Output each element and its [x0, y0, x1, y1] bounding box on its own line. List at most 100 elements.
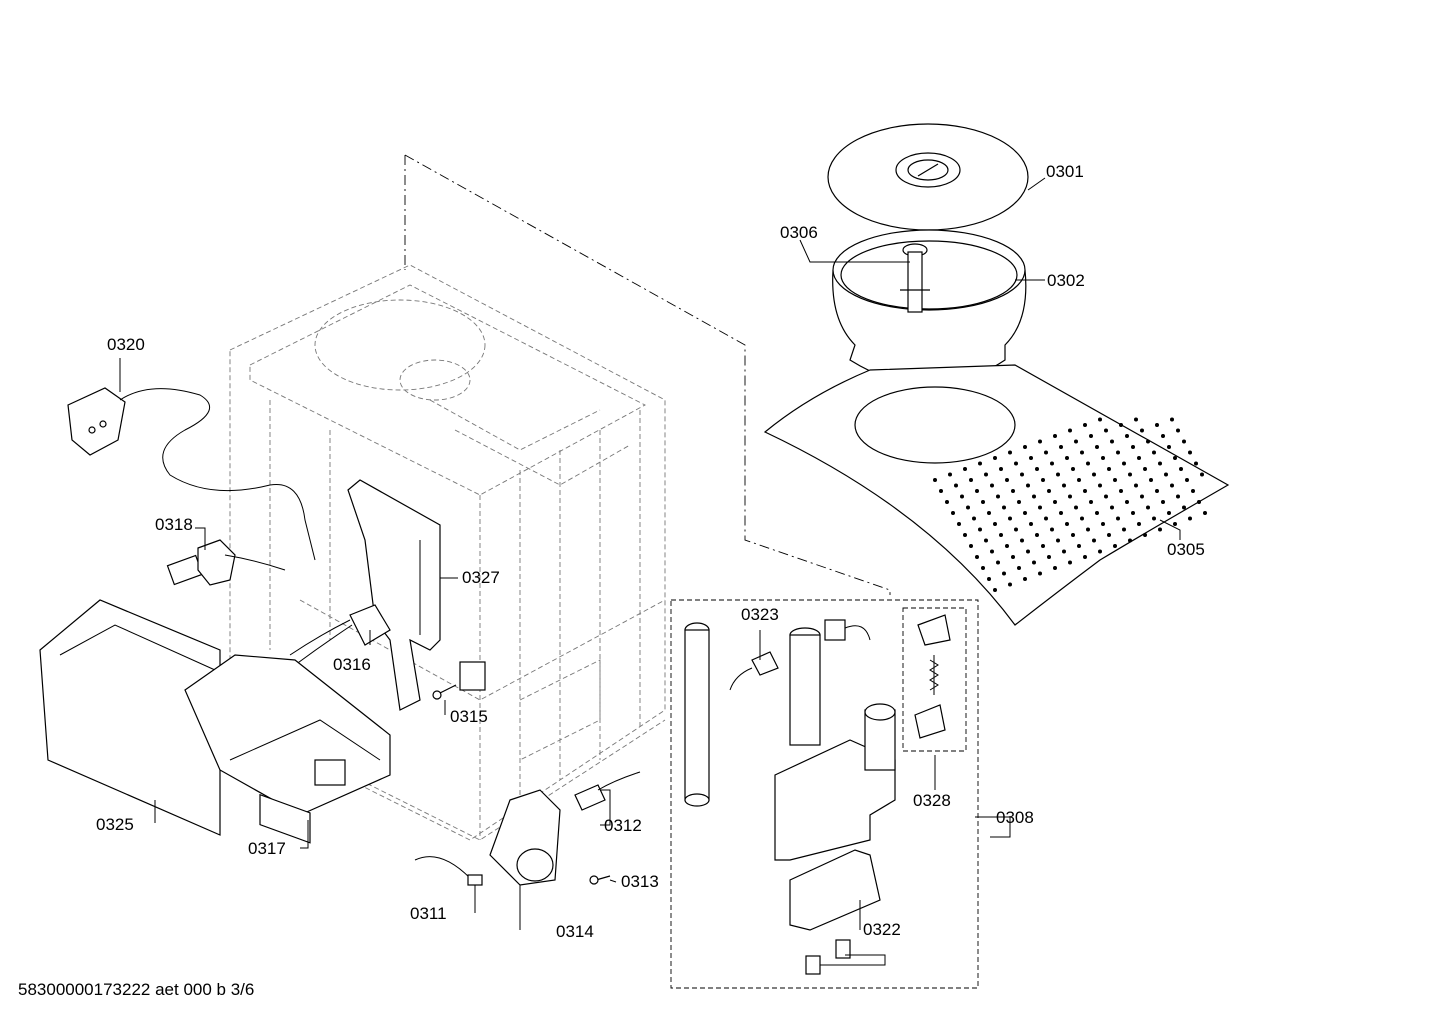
vent-hole [990, 549, 994, 554]
vent-hole [1143, 533, 1147, 537]
vent-hole [1182, 505, 1186, 510]
vent-hole [1203, 511, 1207, 515]
part-0313-screw [589, 875, 611, 885]
vent-hole [1077, 544, 1081, 548]
vent-hole [1170, 417, 1174, 422]
group-0308-frame [670, 599, 979, 989]
vent-hole [1140, 428, 1144, 433]
document-code: 58300000173222 aet 000 b 3/6 [18, 980, 255, 999]
vent-hole [1005, 478, 1009, 482]
vent-hole [966, 505, 970, 510]
vent-hole [1044, 450, 1048, 455]
vent-hole [1176, 494, 1180, 499]
vent-hole [948, 472, 952, 477]
vent-hole [1002, 571, 1006, 576]
label-0301: 0301 [1046, 162, 1084, 181]
vent-hole [1017, 500, 1021, 504]
vent-hole [1155, 423, 1159, 427]
vent-hole [1152, 450, 1156, 455]
vent-hole [933, 478, 937, 482]
vent-hole [1032, 560, 1036, 565]
vent-hole [1050, 461, 1054, 466]
vent-hole [1068, 560, 1072, 565]
vent-hole [975, 555, 979, 559]
vent-hole [1014, 461, 1018, 466]
vent-hole [969, 478, 973, 482]
vent-hole [1104, 494, 1108, 499]
vent-hole [1068, 428, 1072, 433]
vent-hole [1071, 467, 1075, 471]
vent-hole [1095, 445, 1099, 449]
vent-hole [1137, 522, 1141, 526]
vent-hole [1059, 511, 1063, 515]
vent-hole [981, 500, 985, 504]
group-0328-frame [902, 607, 967, 752]
label-0327: 0327 [462, 568, 500, 587]
vent-hole [1011, 555, 1015, 559]
vent-hole [1008, 516, 1012, 521]
vent-hole [1047, 555, 1051, 559]
vent-hole [1170, 483, 1174, 488]
vent-hole [1041, 478, 1045, 482]
vent-hole [1200, 472, 1204, 477]
vent-hole [1119, 423, 1123, 427]
vent-hole [1107, 467, 1111, 471]
vent-hole [999, 533, 1003, 537]
vent-hole [954, 483, 958, 488]
vent-hole [1056, 538, 1060, 543]
vent-hole [1020, 538, 1024, 543]
vent-hole [1083, 489, 1087, 493]
vent-hole [1086, 461, 1090, 466]
vent-hole [1047, 489, 1051, 493]
vent-hole [1179, 467, 1183, 471]
vent-hole [1110, 439, 1114, 444]
vent-hole [981, 566, 985, 570]
vent-hole [963, 467, 967, 471]
vent-hole [1161, 500, 1165, 504]
leader-lines [119, 177, 1181, 966]
vent-hole [1188, 516, 1192, 521]
vent-hole [1083, 555, 1087, 559]
part-0325-water-tank [39, 599, 221, 836]
vent-hole [996, 560, 1000, 565]
vent-hole [1167, 511, 1171, 515]
vent-hole [1191, 489, 1195, 493]
vent-hole [1053, 500, 1057, 504]
vent-hole [1152, 516, 1156, 521]
vent-hole [1014, 527, 1018, 532]
vent-hole [1182, 439, 1186, 444]
vent-hole [1188, 450, 1192, 455]
label-0317: 0317 [248, 839, 286, 858]
vent-hole [1071, 533, 1075, 537]
label-0305: 0305 [1167, 540, 1205, 559]
vent-hole [1173, 456, 1177, 460]
label-0302: 0302 [1047, 271, 1085, 290]
vent-hole [1077, 478, 1081, 482]
part-tube [684, 622, 710, 807]
vent-hole [1146, 505, 1150, 510]
vent-hole [1164, 472, 1168, 477]
part-0316-sensor [289, 604, 391, 666]
vent-hole [1065, 456, 1069, 460]
vent-hole [999, 467, 1003, 471]
part-0314-bracket [489, 789, 561, 886]
vent-hole [1131, 445, 1135, 449]
vent-hole [1005, 544, 1009, 548]
part-0305-top-cover [763, 364, 1230, 626]
vent-hole [1023, 511, 1027, 515]
label-0306: 0306 [780, 223, 818, 242]
vent-hole [1023, 445, 1027, 449]
vent-hole [993, 456, 997, 460]
assembly-guide-lines [404, 154, 891, 595]
vent-hole [963, 533, 967, 537]
vent-hole [1032, 494, 1036, 499]
label-0323: 0323 [741, 605, 779, 624]
vent-hole [1089, 500, 1093, 504]
vent-hole [1008, 450, 1012, 455]
vent-hole [1095, 511, 1099, 515]
vent-hole [1101, 522, 1105, 526]
vent-hole [1056, 472, 1060, 477]
part-0306-shaft [900, 243, 930, 313]
vent-hole [1086, 527, 1090, 532]
label-0308: 0308 [996, 808, 1034, 827]
